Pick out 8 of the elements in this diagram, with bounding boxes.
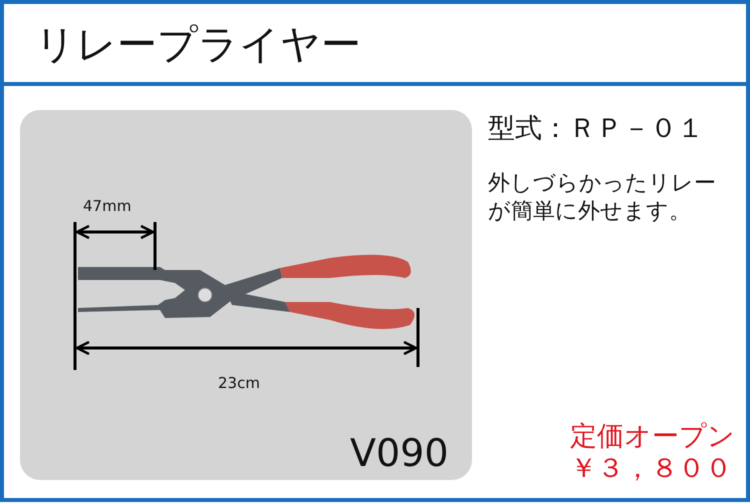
price-label: 定価オープン: [570, 420, 735, 454]
dimension-label: 23cm: [218, 374, 260, 393]
description-text: 外しづらかったリレーが簡単に外せます。: [488, 170, 717, 225]
model-number: 型式：ＲＰ－０１: [488, 112, 704, 146]
price-value: ￥３，８００: [570, 452, 732, 486]
dimension-label: 47mm: [83, 197, 132, 216]
title: リレープライヤー: [35, 21, 361, 70]
product-code: V090: [350, 430, 449, 477]
